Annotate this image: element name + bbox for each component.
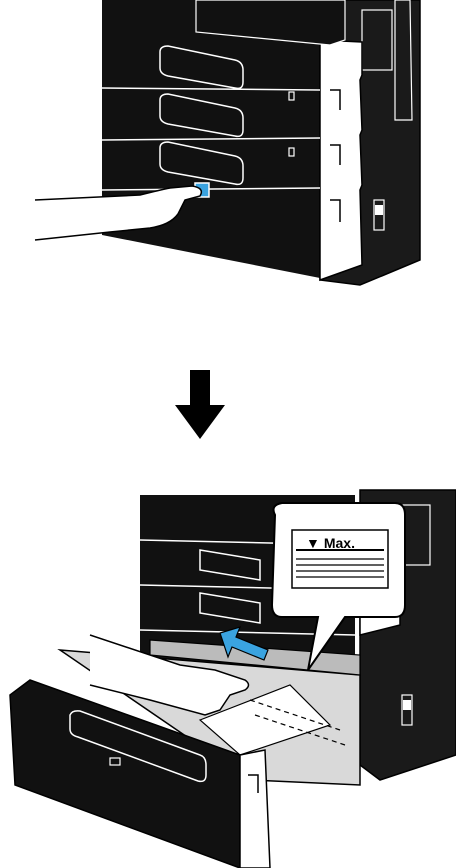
max-text: Max. <box>324 535 355 551</box>
copier-drawer-open <box>0 485 456 868</box>
step-1-illustration <box>0 0 456 300</box>
max-fill-label: ▼ Max. <box>306 535 376 551</box>
copier-drawers-closed <box>0 0 456 300</box>
transition-arrow <box>0 365 456 445</box>
step-2-illustration: ▼ Max. <box>0 485 456 868</box>
max-triangle-icon: ▼ <box>306 535 320 551</box>
down-arrow-icon <box>0 365 456 445</box>
